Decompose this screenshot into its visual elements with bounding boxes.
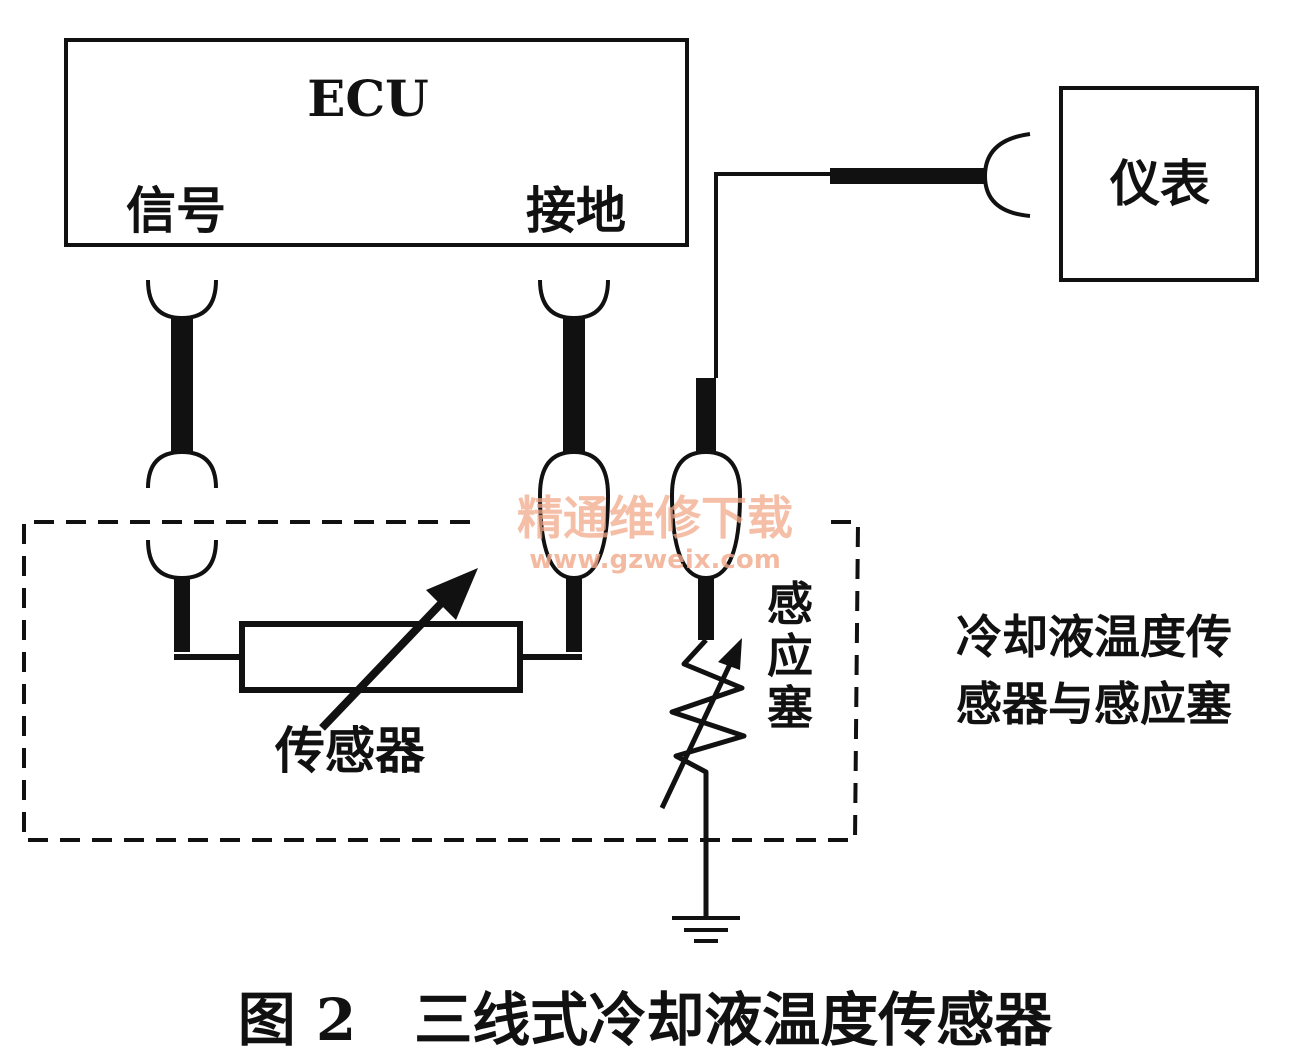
watermark-line2: www.gzweix.com (529, 545, 781, 575)
gauge-unit: 仪表 (1059, 86, 1259, 282)
signal-connector-bottom (146, 539, 218, 581)
ecu-title: ECU (307, 69, 429, 128)
gauge-wire (669, 132, 1031, 640)
ecu-ground-label: 接地 (526, 182, 626, 240)
thermistor-arrowhead (426, 568, 478, 620)
ecu-signal-label: 信号 (126, 182, 226, 240)
watermark-line1: 精通维修下载 (517, 491, 793, 545)
assembly-label-line2: 感器与感应塞 (956, 677, 1232, 731)
thermistor-sensor: 传感器 (239, 568, 523, 780)
sender-coil (669, 638, 747, 918)
sensor-label: 传感器 (274, 722, 426, 780)
signal-ecu-socket (146, 279, 218, 321)
gauge-label: 仪表 (1109, 155, 1210, 213)
sender-label-1: 感 (767, 577, 813, 631)
thermistor-arrow-shaft (319, 589, 455, 731)
sender-label-3: 塞 (767, 681, 813, 735)
ground-symbol (672, 916, 740, 943)
sender-arrowhead (718, 638, 742, 670)
figure-caption: 图 2 三线式冷却液温度传感器 (238, 986, 1054, 1054)
sender-unit (659, 638, 747, 918)
sensor-assembly (22, 520, 861, 842)
gauge-socket (982, 132, 1031, 218)
ground-wire (520, 279, 611, 660)
assembly-boundary (22, 520, 861, 842)
gauge-box (1059, 86, 1259, 282)
ecu-unit: ECU 信号 接地 (64, 38, 689, 247)
ground-ecu-socket (538, 279, 610, 321)
ground-connector (537, 449, 611, 581)
thermistor-body (239, 621, 523, 693)
assembly-label-line1: 冷却液温度传 (956, 610, 1232, 664)
ecu-box (64, 38, 689, 247)
signal-wire (146, 279, 245, 660)
signal-connector-top (146, 449, 218, 489)
gauge-connector (669, 449, 743, 581)
sender-arrow-shaft (659, 658, 735, 810)
sender-label-2: 应 (767, 629, 813, 683)
